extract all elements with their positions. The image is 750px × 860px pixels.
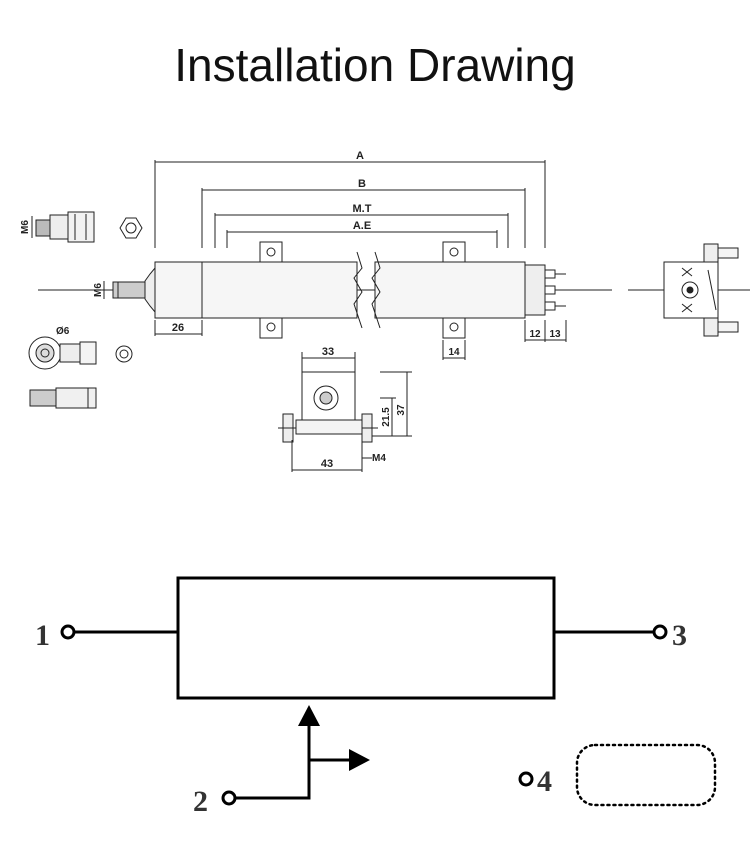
page-title: Installation Drawing bbox=[174, 39, 576, 91]
rod-eye-icon bbox=[28, 336, 97, 370]
mount-clamp-bottom-right bbox=[442, 317, 466, 339]
terminal-1-node bbox=[60, 624, 76, 640]
dim-m6-rod-label: M6 bbox=[93, 283, 104, 297]
terminal-3-label: 3 bbox=[672, 619, 687, 652]
dim-13-label: 13 bbox=[549, 329, 561, 340]
dim-14-label: 14 bbox=[448, 347, 460, 358]
m6-rod-end-icon bbox=[35, 211, 95, 243]
terminal-3-node bbox=[652, 624, 668, 640]
potentiometer-schematic bbox=[60, 576, 717, 807]
dim-a-label: A bbox=[356, 150, 364, 162]
small-nut-icon bbox=[115, 345, 133, 363]
terminal-2-label: 2 bbox=[193, 785, 208, 818]
wiper-lead bbox=[234, 725, 311, 800]
dim-ae-label: A.E bbox=[353, 220, 371, 232]
dim-26-label: 26 bbox=[172, 322, 184, 334]
mount-clamp-top-left bbox=[259, 241, 283, 263]
optional-box bbox=[575, 743, 717, 807]
wiper-direction-arrow bbox=[349, 749, 370, 771]
clamp-detail bbox=[278, 352, 412, 472]
dim-phi6-label: Ø6 bbox=[56, 326, 70, 337]
sensor-body bbox=[112, 251, 566, 329]
terminal-labels: 1 2 3 4 bbox=[35, 619, 687, 818]
dimension-labels: A B M.T A.E 26 12 13 14 33 43 M4 37 21.5… bbox=[20, 150, 561, 470]
dim-b-label: B bbox=[358, 178, 366, 190]
hex-nut-icon bbox=[119, 217, 143, 239]
wiper-arrow bbox=[298, 705, 320, 726]
terminal-4-label: 4 bbox=[537, 765, 552, 798]
mechanical-drawing bbox=[28, 160, 750, 472]
dim-21-5-label: 21.5 bbox=[381, 407, 392, 427]
resistor-body bbox=[176, 576, 556, 700]
dim-m6-top-label: M6 bbox=[20, 220, 31, 234]
mount-clamp-bottom-left bbox=[259, 317, 283, 339]
terminal-1-label: 1 bbox=[35, 619, 50, 652]
dim-33-label: 33 bbox=[322, 346, 334, 358]
mount-clamp-top-right bbox=[442, 241, 466, 263]
dim-12-label: 12 bbox=[529, 329, 541, 340]
dim-43-label: 43 bbox=[321, 458, 333, 470]
terminal-2-node bbox=[221, 790, 237, 806]
dim-mt-label: M.T bbox=[353, 203, 372, 215]
terminal-4-node bbox=[518, 771, 534, 787]
adapter-icon bbox=[29, 387, 97, 409]
dim-37-label: 37 bbox=[396, 404, 407, 416]
end-view-detail bbox=[663, 243, 739, 337]
dim-m4-label: M4 bbox=[372, 453, 386, 464]
